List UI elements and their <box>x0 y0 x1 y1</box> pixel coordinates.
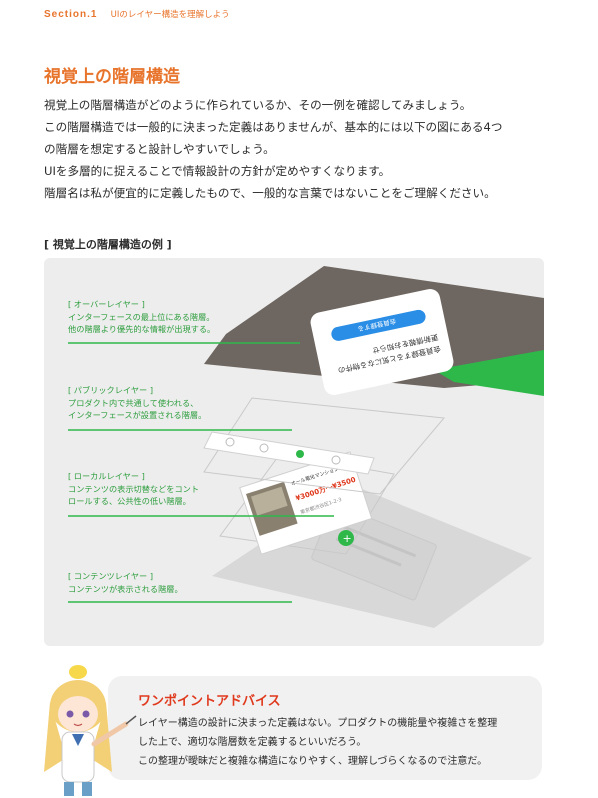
layer-illustration: オール電化マンション 3階2LDK ¥3000万〜¥3500 東京都渋谷区1-2… <box>68 266 544 628</box>
layer-name: [ ローカルレイヤー ] <box>68 471 145 481</box>
layer-desc: 他の階層より優先的な情報が出現する。 <box>68 324 216 334</box>
tab-bar <box>203 431 375 475</box>
advice-box: ワンポイントアドバイス レイヤー構造の設計に決まった定義はない。プロダクトの機能… <box>108 676 542 780</box>
character-illustration <box>44 665 137 796</box>
home-icon <box>225 437 235 447</box>
intro-line: 階層名は私が便宜的に定義したもので、一般的な言葉ではないことをご理解ください。 <box>44 186 496 200</box>
chick-icon <box>69 665 87 679</box>
figure-caption: [ 視覚上の階層構造の例 ] <box>44 238 172 251</box>
label-content-layer: [ コンテンツレイヤー ] コンテンツが表示される階層。 <box>68 570 183 595</box>
layer-name: [ コンテンツレイヤー ] <box>68 571 154 581</box>
page-heading: 視覚上の階層構造 <box>44 67 180 87</box>
layer-desc: コンテンツの表示切替などをコント <box>68 483 200 494</box>
label-public-layer: [ パブリックレイヤー ] プロダクト内で共通して使われる、 インターフェースが… <box>68 384 206 422</box>
user-icon <box>331 455 341 465</box>
section-header: Section.1 UIのレイヤー構造を理解しよう <box>44 8 230 20</box>
section-number: Section.1 <box>44 9 98 20</box>
modal-button <box>331 309 426 341</box>
plus-fab <box>338 530 354 546</box>
advice-line: した上で、適切な階層数を定義するといいだろう。 <box>138 737 367 748</box>
intro-text: 視覚上の階層構造がどのように作られているか、その一例を確認してみましょう。 この… <box>44 94 564 204</box>
layer-diagram: オール電化マンション 3階2LDK ¥3000万〜¥3500 東京都渋谷区1-2… <box>44 258 544 646</box>
layer-desc: コンテンツが表示される階層。 <box>68 583 183 594</box>
layer-name: [ パブリックレイヤー ] <box>68 385 154 395</box>
advice-line: この整理が曖昧だと複雑な構造になりやすく、理解しづらくなるので注意だ。 <box>138 756 488 767</box>
advice-body: レイヤー構造の設計に決まった定義はない。プロダクトの機能量や複雑さを整理 した上… <box>138 714 534 771</box>
section-title: UIのレイヤー構造を理解しよう <box>110 10 230 20</box>
advice-title: ワンポイントアドバイス <box>138 694 281 709</box>
intro-line: 視覚上の階層構造がどのように作られているか、その一例を確認してみましょう。 <box>44 98 472 112</box>
intro-line: UIを多層的に捉えることで情報設計の方針が定めやすくなります。 <box>44 164 391 178</box>
search-icon <box>259 443 269 453</box>
advice-line: レイヤー構造の設計に決まった定義はない。プロダクトの機能量や複雑さを整理 <box>138 718 498 729</box>
intro-line: この階層構造では一般的に決まった定義はありませんが、基本的には以下の図にある4つ <box>44 120 503 134</box>
modal-dialog: 会員登録すると気になる物件の 更新情報をお知らせ 会員登録する <box>310 289 454 395</box>
layer-desc: ロールする、公共性の低い階層。 <box>68 496 191 506</box>
favorite-icon <box>296 450 304 458</box>
label-local-layer: [ ローカルレイヤー ] コンテンツの表示切替などをコント ロールする、公共性の… <box>68 470 199 508</box>
layer-desc: プロダクト内で共通して使われる、 <box>68 397 199 408</box>
layer-name: [ オーバーレイヤー ] <box>68 299 145 309</box>
label-overlay-layer: [ オーバーレイヤー ] インターフェースの最上位にある階層。 他の階層より優先… <box>68 298 215 336</box>
plus-icon: + <box>343 532 352 545</box>
intro-line: の階層を想定すると設計しやすいでしょう。 <box>44 142 275 156</box>
layer-desc: インターフェースの最上位にある階層。 <box>68 311 215 322</box>
layer-desc: インターフェースが設置される階層。 <box>68 410 207 420</box>
overlay-accent <box>434 350 544 396</box>
